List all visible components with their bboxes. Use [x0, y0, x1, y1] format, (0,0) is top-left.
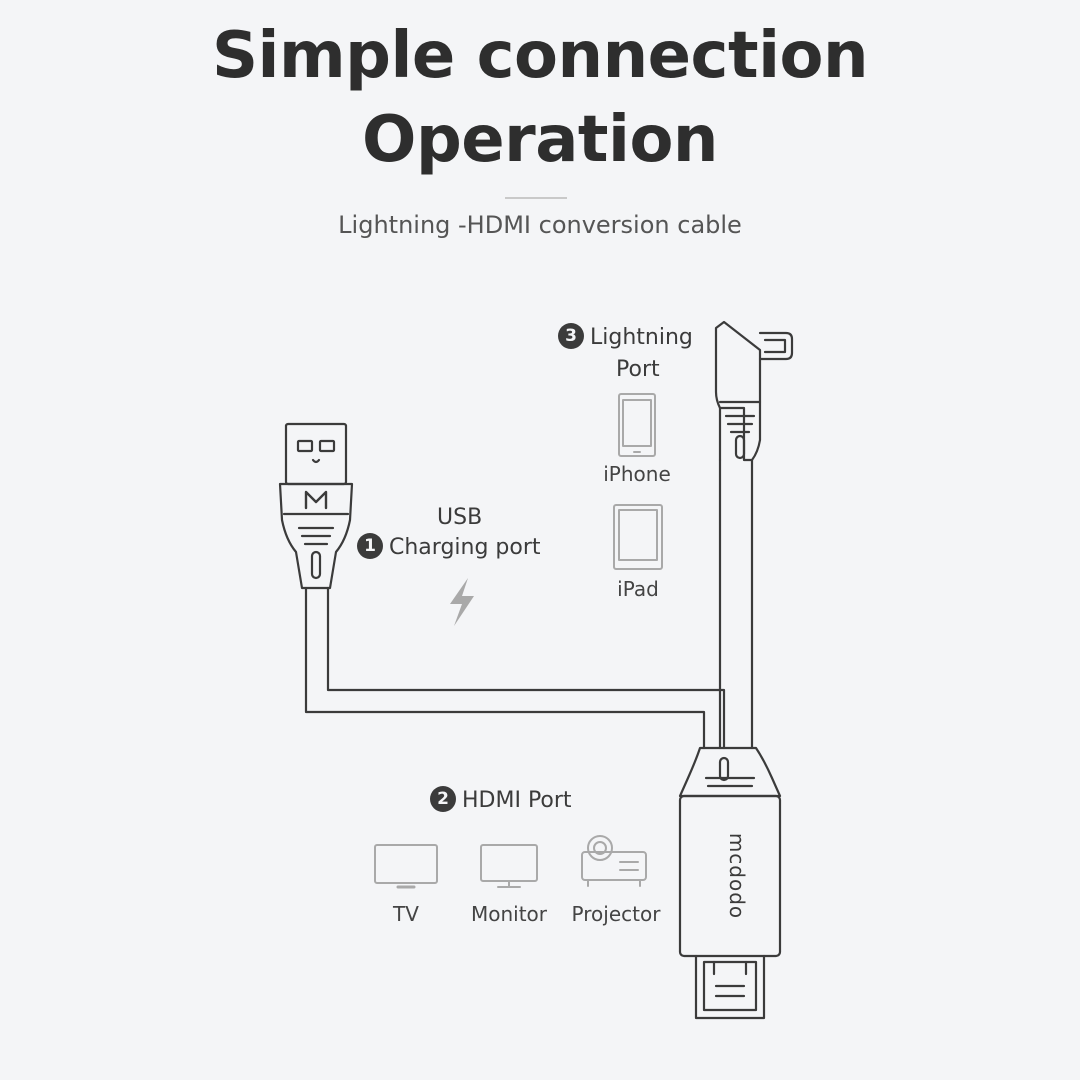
lightning-bolt-icon: [450, 578, 474, 626]
monitor-icon: [480, 844, 538, 888]
tv-icon: [374, 844, 438, 889]
usb-connector: [278, 422, 354, 590]
page-title-line-2: Operation: [362, 103, 718, 177]
lightning-label-line-2: Port: [616, 357, 660, 382]
hdmi-label: HDMI Port: [462, 788, 572, 813]
device-label-tv: TV: [393, 902, 419, 926]
usb-cable: [304, 586, 706, 750]
hdmi-port-number: 2: [430, 786, 456, 812]
lightning-connector: [714, 320, 794, 462]
page-title-line-1: Simple connection: [211, 19, 869, 93]
projector-icon: [581, 835, 647, 887]
device-label-iphone: iPhone: [603, 462, 671, 486]
device-label-monitor: Monitor: [470, 902, 548, 926]
usb-label-line-1: USB: [437, 505, 483, 530]
device-label-ipad: iPad: [617, 577, 659, 601]
brand-logo-icon: [304, 490, 328, 510]
brand-housing-text: mcdodo: [725, 833, 749, 919]
iphone-icon: [618, 393, 656, 457]
device-label-projector: Projector: [571, 902, 661, 926]
usb-port-number: 1: [357, 533, 383, 559]
page-subtitle: Lightning -HDMI conversion cable: [338, 211, 742, 239]
lightning-port-number: 3: [558, 323, 584, 349]
ipad-icon: [613, 504, 663, 570]
hdmi-connector: [678, 746, 782, 1020]
usb-label-line-2: Charging port: [389, 535, 541, 560]
lightning-label-line-1: Lightning: [590, 325, 693, 350]
title-divider: [505, 197, 567, 199]
